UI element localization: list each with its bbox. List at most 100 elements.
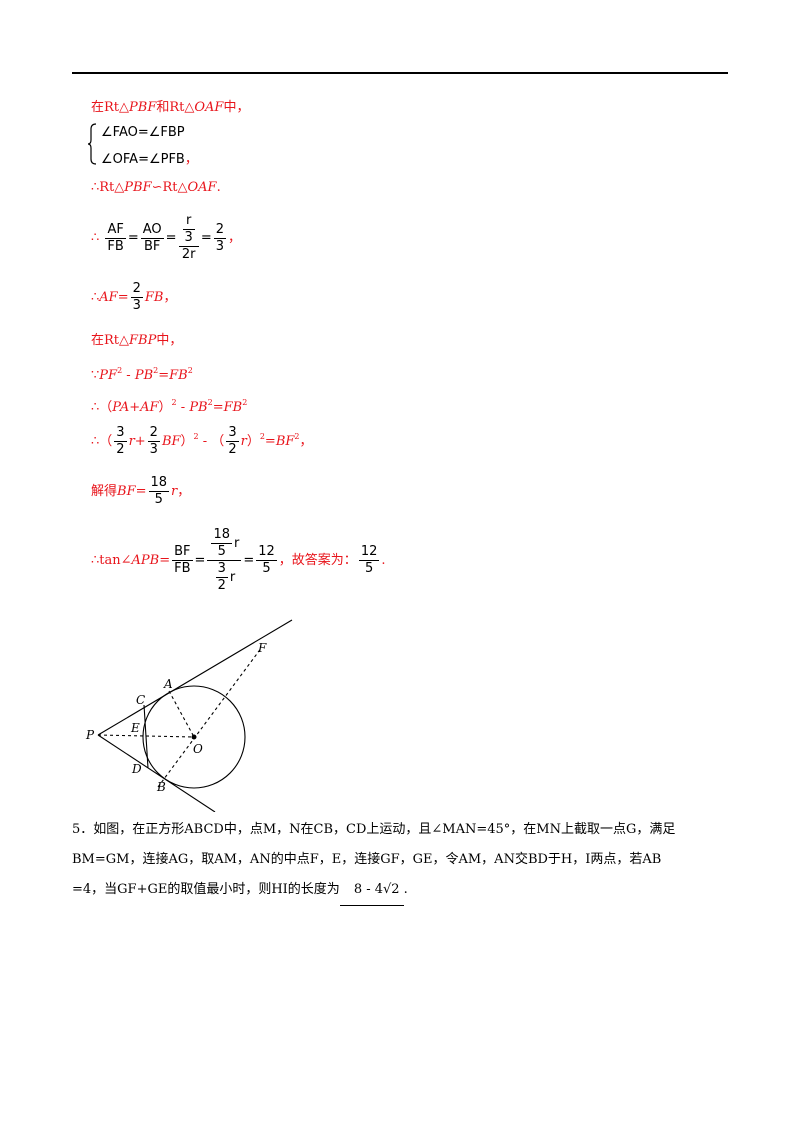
equals: =: [127, 230, 139, 246]
numerator: 2: [132, 281, 141, 296]
label-d: D: [131, 762, 142, 776]
numerator: 18: [213, 527, 230, 542]
denominator: 5: [358, 560, 380, 576]
text: BF: [117, 484, 136, 499]
label-c: C: [136, 693, 145, 707]
label-e: E: [130, 721, 140, 735]
answer-blank: 8 - 4√2: [339, 875, 404, 906]
text: =: [212, 400, 224, 415]
text: ∵: [91, 368, 100, 383]
text: FB: [144, 290, 164, 305]
text: .: [216, 180, 221, 195]
question-5: 5．如图，在正方形ABCD中，点M，N在CB，CD上运动，且∠MAN=45°，在…: [72, 815, 732, 906]
text: 2: [181, 247, 191, 262]
brace-icon: [87, 123, 97, 165]
tangent-line-pb: [97, 734, 216, 812]
text: FB: [223, 400, 243, 415]
solution-line-6: 在Rt△FBP中，: [91, 333, 182, 349]
text: r: [229, 570, 236, 585]
denominator: 5: [148, 491, 170, 507]
text: ，: [184, 152, 198, 167]
circle: [142, 685, 246, 789]
header-rule: [72, 72, 728, 74]
label-f: F: [257, 641, 267, 655]
text: ）: [180, 434, 194, 449]
text: FB: [169, 368, 188, 383]
text: -: [176, 400, 190, 415]
text: -: [122, 368, 135, 383]
text: 中，: [156, 333, 183, 348]
text: ，: [177, 484, 191, 499]
text: r: [190, 247, 196, 262]
text: ，故答案为：: [278, 553, 357, 568]
text: r: [240, 434, 247, 449]
numerator: 3: [228, 425, 237, 440]
denominator: 2: [114, 441, 127, 457]
text: BM=GM，连接AG，取AM，AN的中点F，E，连接GF，GE，令AM，AN交B…: [72, 852, 662, 867]
text: =4，当GF+GE的取值最小时，则HI的长度为: [72, 882, 340, 897]
text: AF: [99, 290, 118, 305]
text: OAF: [194, 100, 224, 115]
label-b: B: [156, 780, 166, 794]
numerator: BF: [174, 544, 191, 559]
text: =: [159, 553, 171, 568]
denominator: 3: [213, 237, 227, 254]
text: ∴tan∠: [91, 553, 132, 568]
question-line-2: BM=GM，连接AG，取AM，AN的中点F，E，连接GF，GE，令AM，AN交B…: [72, 845, 732, 875]
text: ∴（: [91, 400, 113, 415]
denominator: FB: [105, 237, 126, 254]
label-a: A: [163, 677, 173, 691]
text: ）: [246, 434, 260, 449]
label-p: P: [85, 728, 95, 742]
text: PB: [134, 368, 154, 383]
text: ，: [228, 230, 242, 246]
numerator: 18: [150, 475, 168, 490]
text: PF: [99, 368, 118, 383]
text: 和Rt△: [156, 100, 195, 115]
denominator: 2: [215, 577, 228, 593]
text: 中，: [223, 100, 250, 115]
numerator: r: [186, 213, 192, 228]
text: PBF: [129, 100, 157, 115]
solution-line-1: 在Rt△PBF和Rt△OAF中，: [91, 100, 249, 116]
dashed-po: [97, 734, 195, 738]
text: ，: [163, 290, 177, 305]
text: r+: [128, 434, 146, 449]
denominator: BF: [140, 237, 164, 254]
text: ）: [158, 400, 172, 415]
numerator: 2: [149, 425, 158, 440]
text: ∽Rt△: [151, 180, 188, 195]
denominator: 2r: [178, 246, 199, 262]
center-dot: [191, 734, 197, 740]
equals: =: [243, 553, 255, 568]
system-row-2: ∠OFA=∠PFB，: [101, 148, 198, 167]
solution-line-3: ∴Rt△PBF∽Rt△OAF.: [91, 180, 221, 196]
equals: =: [165, 230, 177, 246]
denominator: 2: [226, 441, 239, 457]
denominator: FB: [172, 560, 193, 576]
superscript: 2: [242, 398, 248, 407]
dashed-oa: [168, 690, 195, 738]
text: =: [264, 434, 276, 449]
numerator: AF: [107, 221, 124, 237]
denominator: 5: [256, 560, 277, 576]
text: PA+AF: [112, 400, 159, 415]
